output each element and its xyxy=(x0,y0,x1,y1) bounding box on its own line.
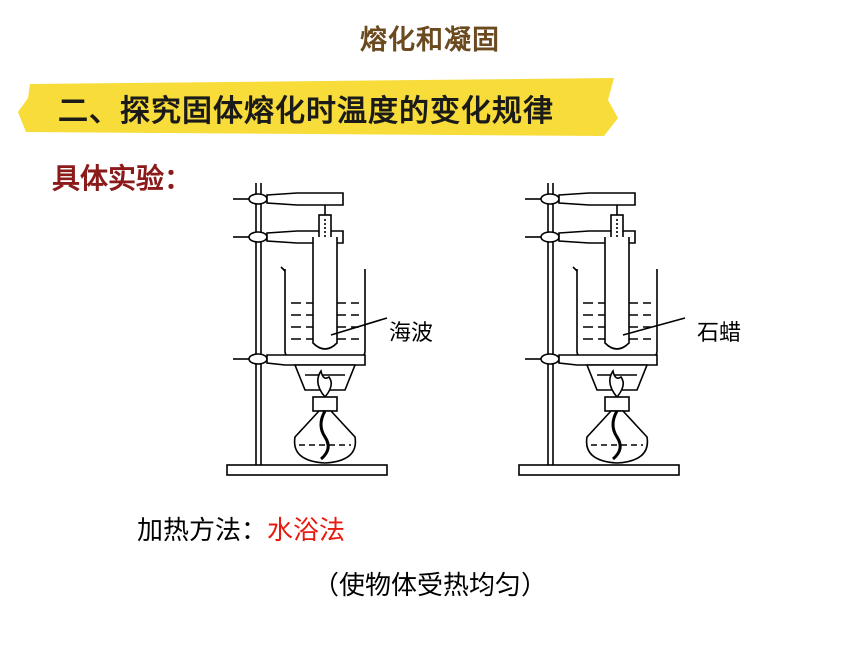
heading-highlight-banner xyxy=(18,78,618,136)
right-sample-label: 石蜡 xyxy=(697,321,742,346)
right-apparatus-illustration xyxy=(518,183,686,476)
heating-method-label: 加热方法： xyxy=(137,516,268,546)
section-heading: 二、探究固体熔化时温度的变化规律 xyxy=(58,94,554,129)
experiment-label: 具体实验： xyxy=(52,162,193,195)
heating-method-value: 水浴法 xyxy=(267,516,346,546)
heating-method-row: 加热方法：水浴法 xyxy=(137,510,345,547)
heating-note: （使物体受热均匀） xyxy=(312,571,547,601)
left-apparatus-illustration xyxy=(226,183,388,476)
left-sample-label: 海波 xyxy=(389,321,434,346)
slide-title: 熔化和凝固 xyxy=(360,25,500,56)
